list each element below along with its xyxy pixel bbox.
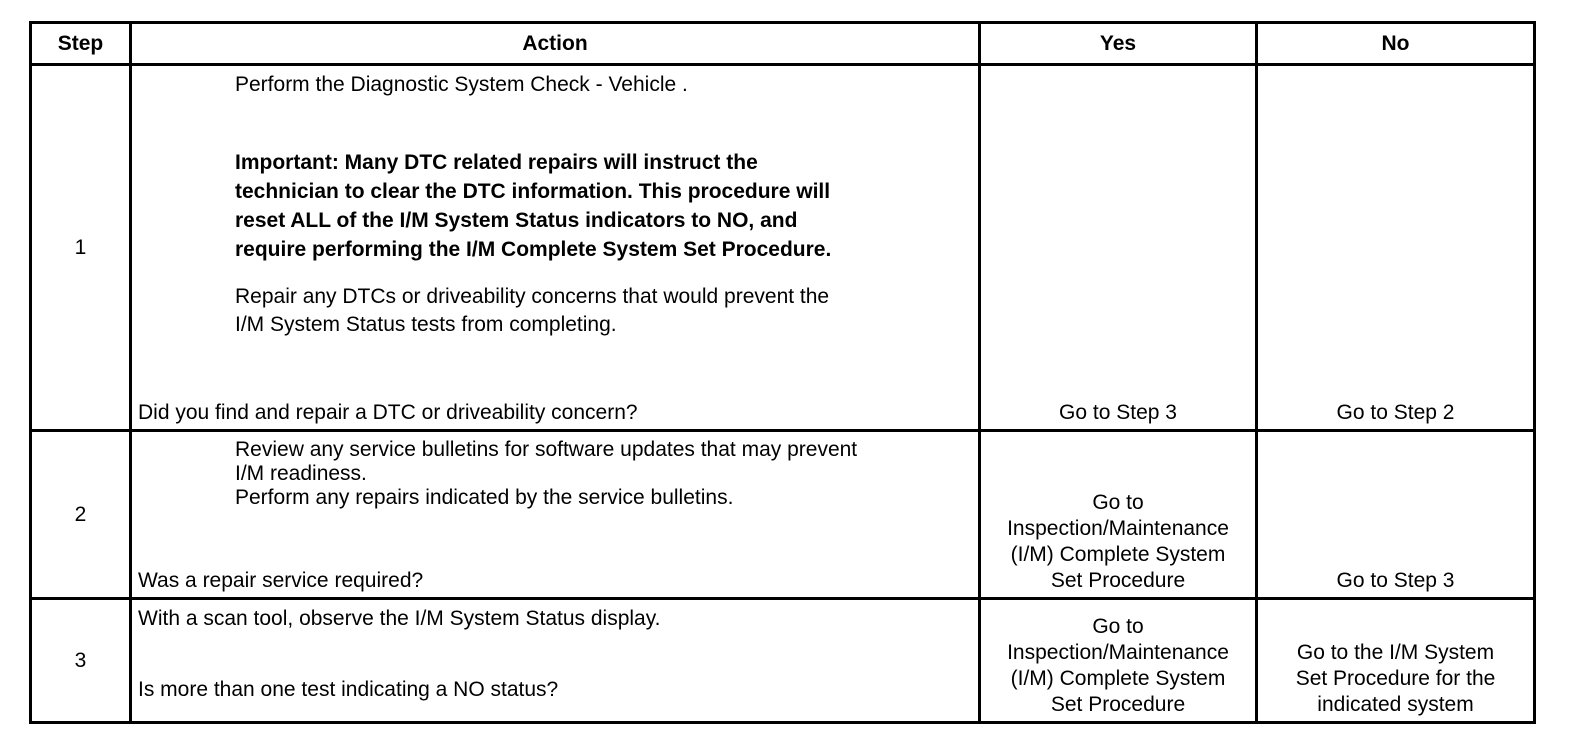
yes-line: Inspection/Maintenance (1007, 641, 1229, 664)
action-cell: Perform the Diagnostic System Check - Ve… (129, 63, 981, 432)
table-row: 3 With a scan tool, observe the I/M Syst… (29, 597, 1536, 724)
header-step: Step (29, 21, 132, 66)
yes-cell: Go to Inspection/Maintenance (I/M) Compl… (978, 597, 1258, 724)
header-row: Step Action Yes No (29, 21, 1536, 66)
action-line: Perform any repairs indicated by the ser… (235, 486, 734, 509)
important-line: require performing the I/M Complete Syst… (235, 238, 832, 261)
diagnostic-table: Step Action Yes No 1 Perform the Diagnos… (29, 21, 1536, 724)
no-cell: Go to the I/M System Set Procedure for t… (1255, 597, 1536, 724)
no-cell: Go to Step 3 (1255, 429, 1536, 600)
action-instruction: Repair any DTCs or driveability concerns… (132, 283, 978, 339)
action-question: Did you find and repair a DTC or driveab… (138, 401, 638, 424)
action-cell: With a scan tool, observe the I/M System… (129, 597, 981, 724)
action-instruction: Review any service bulletins for softwar… (132, 438, 978, 510)
yes-line: (I/M) Complete System (1010, 543, 1226, 566)
important-note: Important: Many DTC related repairs will… (132, 148, 978, 264)
no-cell: Go to Step 2 (1255, 63, 1536, 432)
important-line: technician to clear the DTC information.… (235, 180, 831, 203)
yes-cell: Go to Inspection/Maintenance (I/M) Compl… (978, 429, 1258, 600)
yes-cell: Go to Step 3 (978, 63, 1258, 432)
step-number: 1 (29, 63, 132, 432)
yes-line: Inspection/Maintenance (1007, 517, 1229, 540)
repair-line: I/M System Status tests from completing. (235, 313, 617, 336)
action-instruction: Perform the Diagnostic System Check - Ve… (235, 73, 688, 96)
yes-line: Set Procedure (1050, 569, 1186, 592)
action-question: Is more than one test indicating a NO st… (138, 678, 559, 701)
yes-line: Set Procedure (1050, 693, 1186, 716)
yes-line: (I/M) Complete System (1010, 667, 1226, 690)
no-line: indicated system (1317, 693, 1474, 716)
step-number: 2 (29, 429, 132, 600)
no-line: Go to Step 3 (1336, 569, 1455, 592)
table-row: 1 Perform the Diagnostic System Check - … (29, 63, 1536, 432)
header-action: Action (129, 21, 981, 66)
no-line: Set Procedure for the (1295, 667, 1496, 690)
header-yes: Yes (978, 21, 1258, 66)
important-line: reset ALL of the I/M System Status indic… (235, 209, 798, 232)
step-number: 3 (29, 597, 132, 724)
action-question: Was a repair service required? (138, 569, 424, 592)
yes-line: Go to Step 3 (1059, 401, 1177, 424)
action-line: I/M readiness. (235, 462, 367, 485)
header-no: No (1255, 21, 1536, 66)
no-line: Go to the I/M System (1296, 641, 1495, 664)
action-instruction: With a scan tool, observe the I/M System… (138, 607, 661, 630)
action-line: Review any service bulletins for softwar… (235, 438, 858, 461)
yes-line: Go to (1092, 491, 1144, 514)
yes-line: Go to (1092, 615, 1144, 638)
action-cell: Review any service bulletins for softwar… (129, 429, 981, 600)
table-row: 2 Review any service bulletins for softw… (29, 429, 1536, 600)
important-line: Important: Many DTC related repairs will… (235, 151, 758, 174)
repair-line: Repair any DTCs or driveability concerns… (235, 285, 830, 308)
no-line: Go to Step 2 (1336, 401, 1455, 424)
